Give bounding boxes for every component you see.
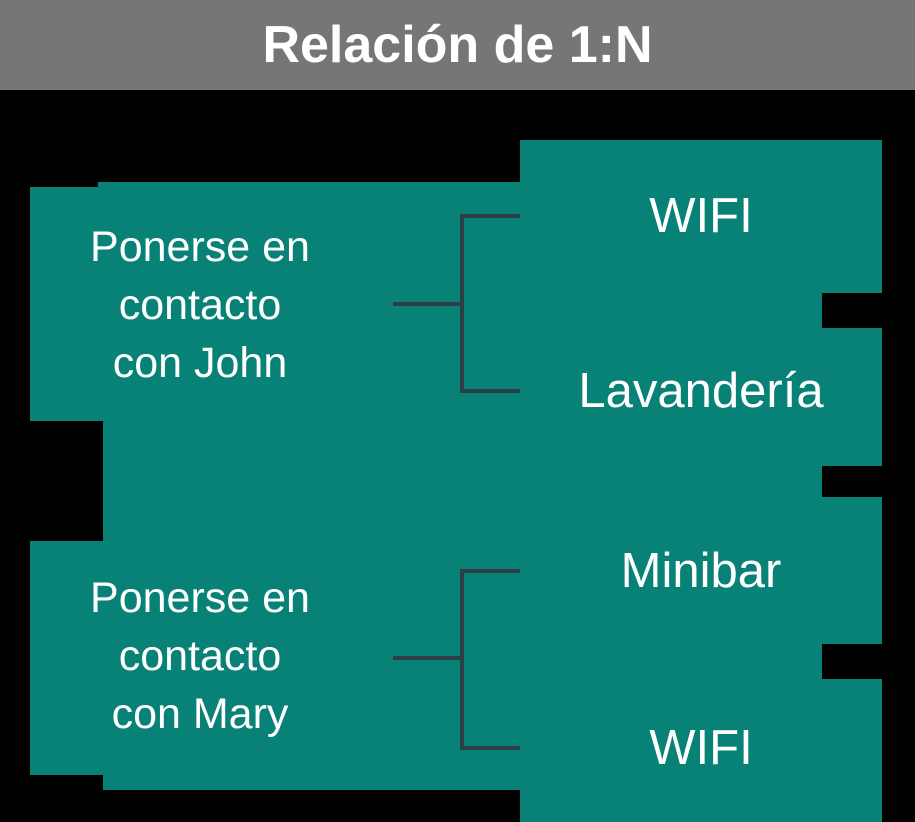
parents-column-shape xyxy=(30,182,520,790)
children-column-shape xyxy=(520,140,882,822)
connector-john-vertical xyxy=(460,214,464,393)
child-node-wifi-1: WIFI xyxy=(649,189,753,243)
cutout-left-middle xyxy=(30,421,103,541)
child-node-wifi-2: WIFI xyxy=(649,721,753,775)
parent-node-mary: Ponerse en contacto con Mary xyxy=(30,569,370,743)
parent-mary-line-3: con Mary xyxy=(111,690,289,738)
connector-mary-stem xyxy=(393,656,462,660)
parent-mary-line-2: contacto xyxy=(118,632,282,680)
parent-john-line-2: contacto xyxy=(118,281,282,329)
cutout-bottom-left xyxy=(30,775,103,790)
title-bar: Relación de 1:N xyxy=(0,0,915,90)
child-node-minibar: Minibar xyxy=(620,544,782,598)
page-title: Relación de 1:N xyxy=(262,16,653,74)
connector-mary-branch-top xyxy=(460,569,520,573)
child-node-lavanderia: Lavandería xyxy=(578,364,824,418)
connector-mary-vertical xyxy=(460,569,464,750)
cutout-right-2 xyxy=(822,466,915,497)
parent-john-line-1: Ponerse en xyxy=(90,223,310,271)
parent-mary-line-1: Ponerse en xyxy=(90,574,310,622)
cutout-top-left xyxy=(30,182,98,187)
cutout-right-1 xyxy=(822,293,915,328)
connector-john-stem xyxy=(393,302,462,306)
parent-john-line-3: con John xyxy=(112,339,288,387)
connector-mary-branch-bottom xyxy=(460,746,520,750)
connector-john-branch-top xyxy=(460,214,520,218)
connector-john-branch-bottom xyxy=(460,389,520,393)
cutout-right-3 xyxy=(822,644,915,679)
parent-node-john: Ponerse en contacto con John xyxy=(30,218,370,392)
